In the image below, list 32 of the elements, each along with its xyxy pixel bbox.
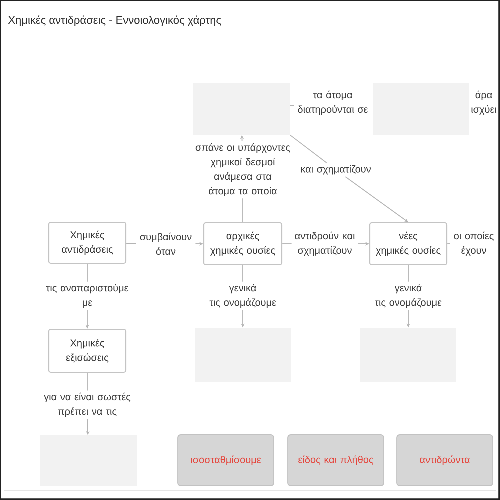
connector <box>290 134 328 164</box>
linking-phrase: για να είναι σωστές πρέπει να τις <box>44 392 131 418</box>
linking-phrase: οι οποίες έχουν <box>454 232 494 256</box>
empty-box <box>360 328 456 382</box>
linking-phrase: γενικά τις ονομάζουμε <box>375 284 442 308</box>
concept-box: αρχικές χημικές ουσίες <box>203 222 283 266</box>
concept-box: Χημικές εξισώσεις <box>48 328 127 374</box>
connector <box>242 265 244 282</box>
linking-phrase: και σχηματίζουν <box>301 165 371 175</box>
answer-card: είδος και πλήθος <box>288 434 384 486</box>
connector <box>242 198 244 223</box>
title: Χημικές αντιδράσεις - Εννοιολογικός χάρτης <box>8 16 222 26</box>
empty-box <box>195 328 291 382</box>
linking-phrase: τα άτομα διατηρούνται σε <box>298 90 368 116</box>
linking-phrase: αντιδρούν και σχηματίζουν <box>295 232 355 256</box>
concept-box: νέες χημικές ουσίες <box>369 222 448 266</box>
concept-box: Χημικές αντιδράσεις <box>48 222 127 264</box>
empty-box <box>40 436 137 486</box>
linking-phrase: άρα ισχύει <box>472 90 497 116</box>
connector <box>87 264 88 282</box>
linking-phrase: τις αναπαριστούμε με <box>46 284 129 308</box>
answer-card: αντιδρώντα <box>396 434 494 486</box>
linking-phrase: γενικά τις ονομάζουμε <box>210 284 276 308</box>
connector <box>126 243 137 244</box>
linking-phrase: σπάνε οι υπάρχοντες χημικοί δεσμοί ανάμεσα στα άτομα τα οποία <box>196 144 290 196</box>
connector <box>87 372 88 392</box>
connector <box>408 265 409 282</box>
connector <box>290 105 295 106</box>
connector <box>345 176 408 222</box>
empty-box <box>193 83 290 135</box>
answer-card: ισοσταθμίσουμε <box>178 434 274 486</box>
linking-phrase: συμβαίνουν όταν <box>140 232 192 256</box>
